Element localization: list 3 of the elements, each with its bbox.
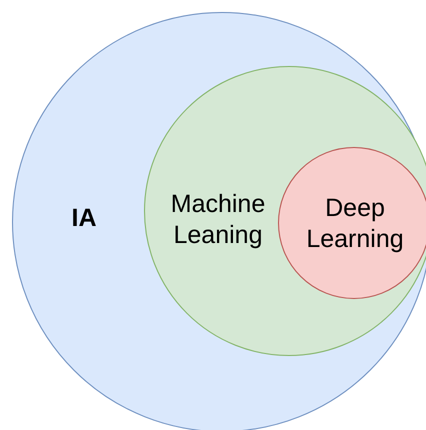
circle-label: IA (70, 203, 98, 234)
circle-label: Deep Learning (305, 193, 405, 255)
circle-label: Machine Leaning (170, 189, 266, 251)
